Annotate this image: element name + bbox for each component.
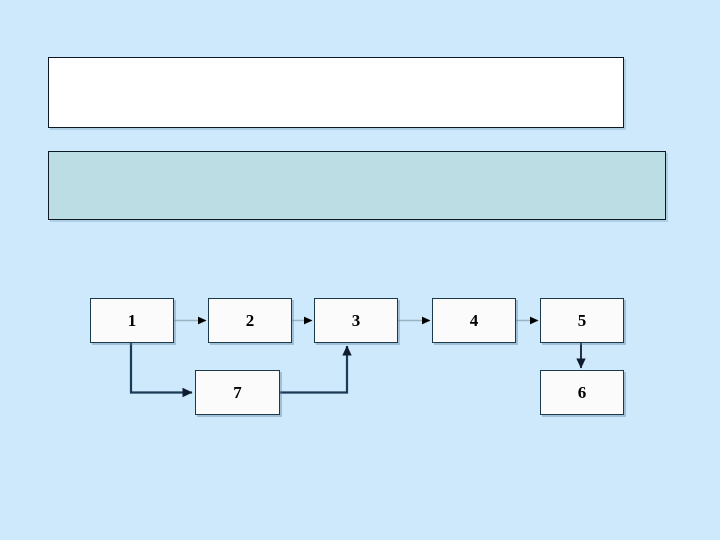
flowchart-node-3[interactable]: 3: [314, 298, 398, 343]
flowchart-node-7-label: 7: [233, 383, 242, 402]
edge-7-to-3: [280, 345, 352, 394]
flowchart-node-1-label: 1: [127, 311, 137, 330]
edge-1-to-7: [129, 343, 193, 398]
flowchart-node-5[interactable]: 5: [540, 298, 624, 343]
flowchart-node-4[interactable]: 4: [432, 298, 516, 343]
flowchart-node-3-label: 3: [351, 311, 361, 330]
flowchart-node-6[interactable]: 6: [540, 370, 624, 415]
subtitle-placeholder[interactable]: [48, 151, 666, 220]
flowchart-node-4-label: 4: [469, 311, 479, 330]
flowchart-node-2-label: 2: [245, 311, 255, 330]
flowchart-node-1[interactable]: 1: [90, 298, 174, 343]
title-placeholder[interactable]: [48, 57, 624, 128]
flowchart-node-2[interactable]: 2: [208, 298, 292, 343]
flowchart-node-5-label: 5: [577, 311, 587, 330]
flowchart-node-7[interactable]: 7: [195, 370, 280, 415]
flowchart-node-6-label: 6: [577, 383, 587, 402]
